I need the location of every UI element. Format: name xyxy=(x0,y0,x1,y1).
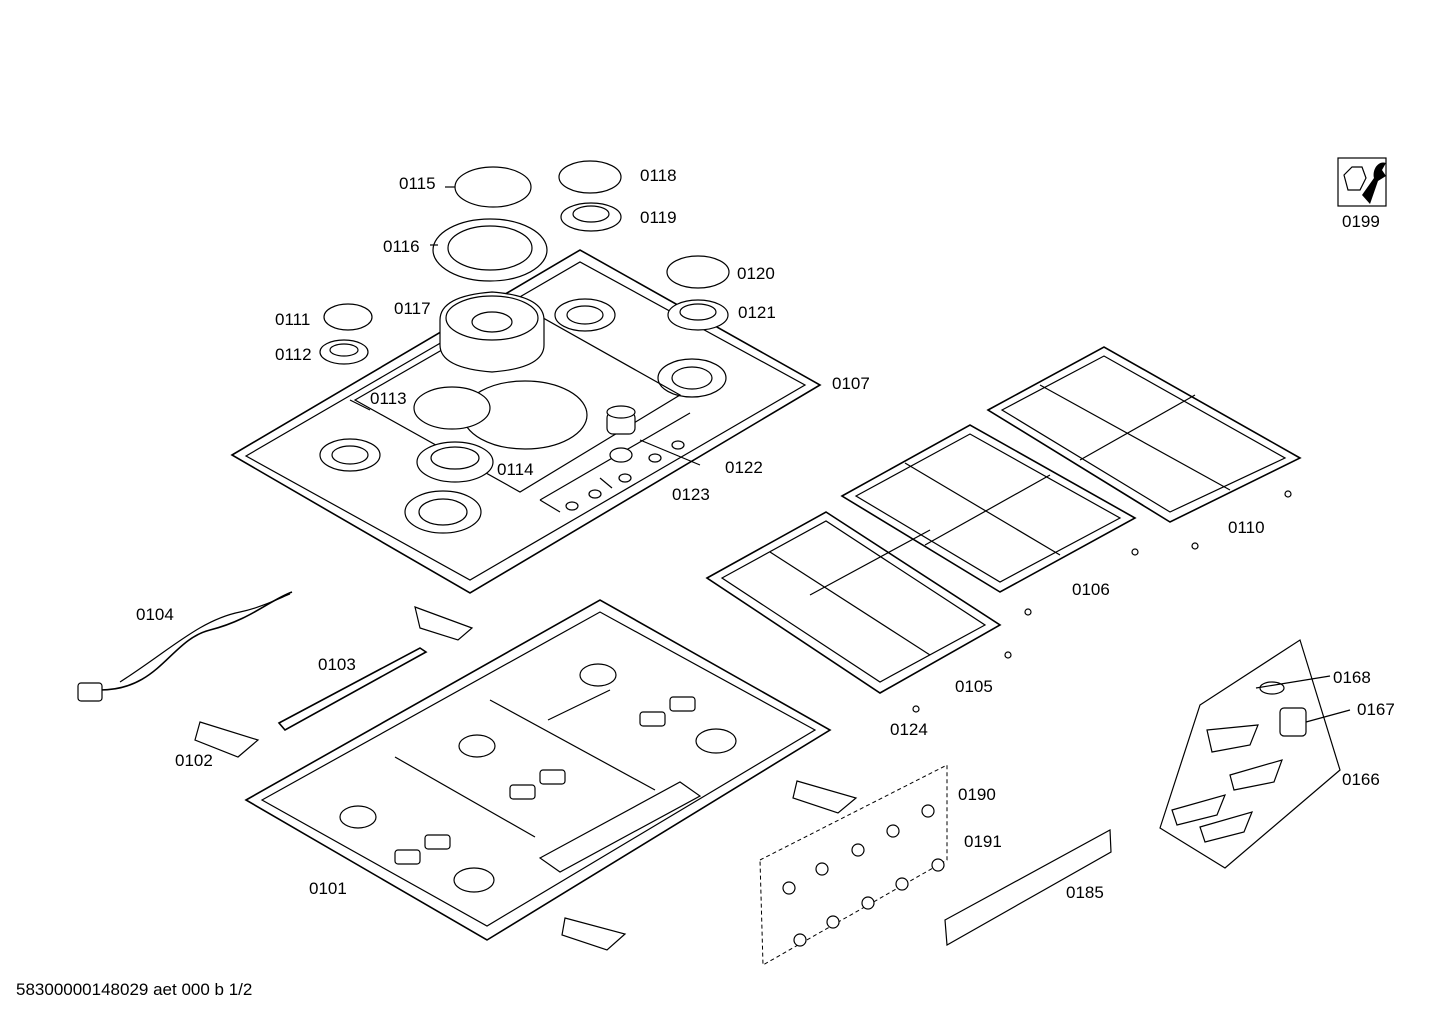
label-0191: 0191 xyxy=(964,832,1002,851)
label-0190: 0190 xyxy=(958,785,996,804)
label-0199: 0199 xyxy=(1342,212,1380,231)
seal-strip xyxy=(277,647,428,732)
screws-set xyxy=(759,764,948,966)
label-0113: 0113 xyxy=(370,389,407,408)
label-0107: 0107 xyxy=(832,374,870,393)
label-0116: 0116 xyxy=(383,237,420,256)
label-0102: 0102 xyxy=(175,751,213,770)
clamps xyxy=(194,606,858,951)
label-0104: 0104 xyxy=(136,605,174,624)
label-0112: 0112 xyxy=(275,345,312,364)
wrench-nut-icon xyxy=(1337,157,1387,207)
label-0115: 0115 xyxy=(399,174,436,193)
label-0110: 0110 xyxy=(1228,518,1265,537)
burner-caps xyxy=(319,160,730,483)
label-0120: 0120 xyxy=(737,264,775,283)
label-0124: 0124 xyxy=(890,720,928,739)
label-0121: 0121 xyxy=(738,303,776,322)
base-tray xyxy=(244,599,832,941)
document-id: 58300000148029 aet 000 b 1/2 xyxy=(16,980,253,999)
label-0106: 0106 xyxy=(1072,580,1110,599)
part-labels: 0115 0118 0119 0116 0120 0117 0121 0111 … xyxy=(136,166,1395,902)
label-0122: 0122 xyxy=(725,458,763,477)
label-0166: 0166 xyxy=(1342,770,1380,789)
label-0119: 0119 xyxy=(640,208,677,227)
label-0117: 0117 xyxy=(394,299,431,318)
label-0103: 0103 xyxy=(318,655,356,674)
label-0123: 0123 xyxy=(672,485,710,504)
gasket-strip xyxy=(944,829,1112,946)
label-0167: 0167 xyxy=(1357,700,1395,719)
label-0168: 0168 xyxy=(1333,668,1371,687)
label-0185: 0185 xyxy=(1066,883,1104,902)
label-0111: 0111 xyxy=(275,310,310,329)
pan-supports xyxy=(705,346,1302,713)
label-0105: 0105 xyxy=(955,677,993,696)
label-0101: 0101 xyxy=(309,879,347,898)
label-0114: 0114 xyxy=(497,460,534,479)
leader-lines xyxy=(430,186,1351,723)
label-0118: 0118 xyxy=(640,166,677,185)
power-cable xyxy=(77,591,293,702)
fixing-kit xyxy=(1159,639,1341,869)
